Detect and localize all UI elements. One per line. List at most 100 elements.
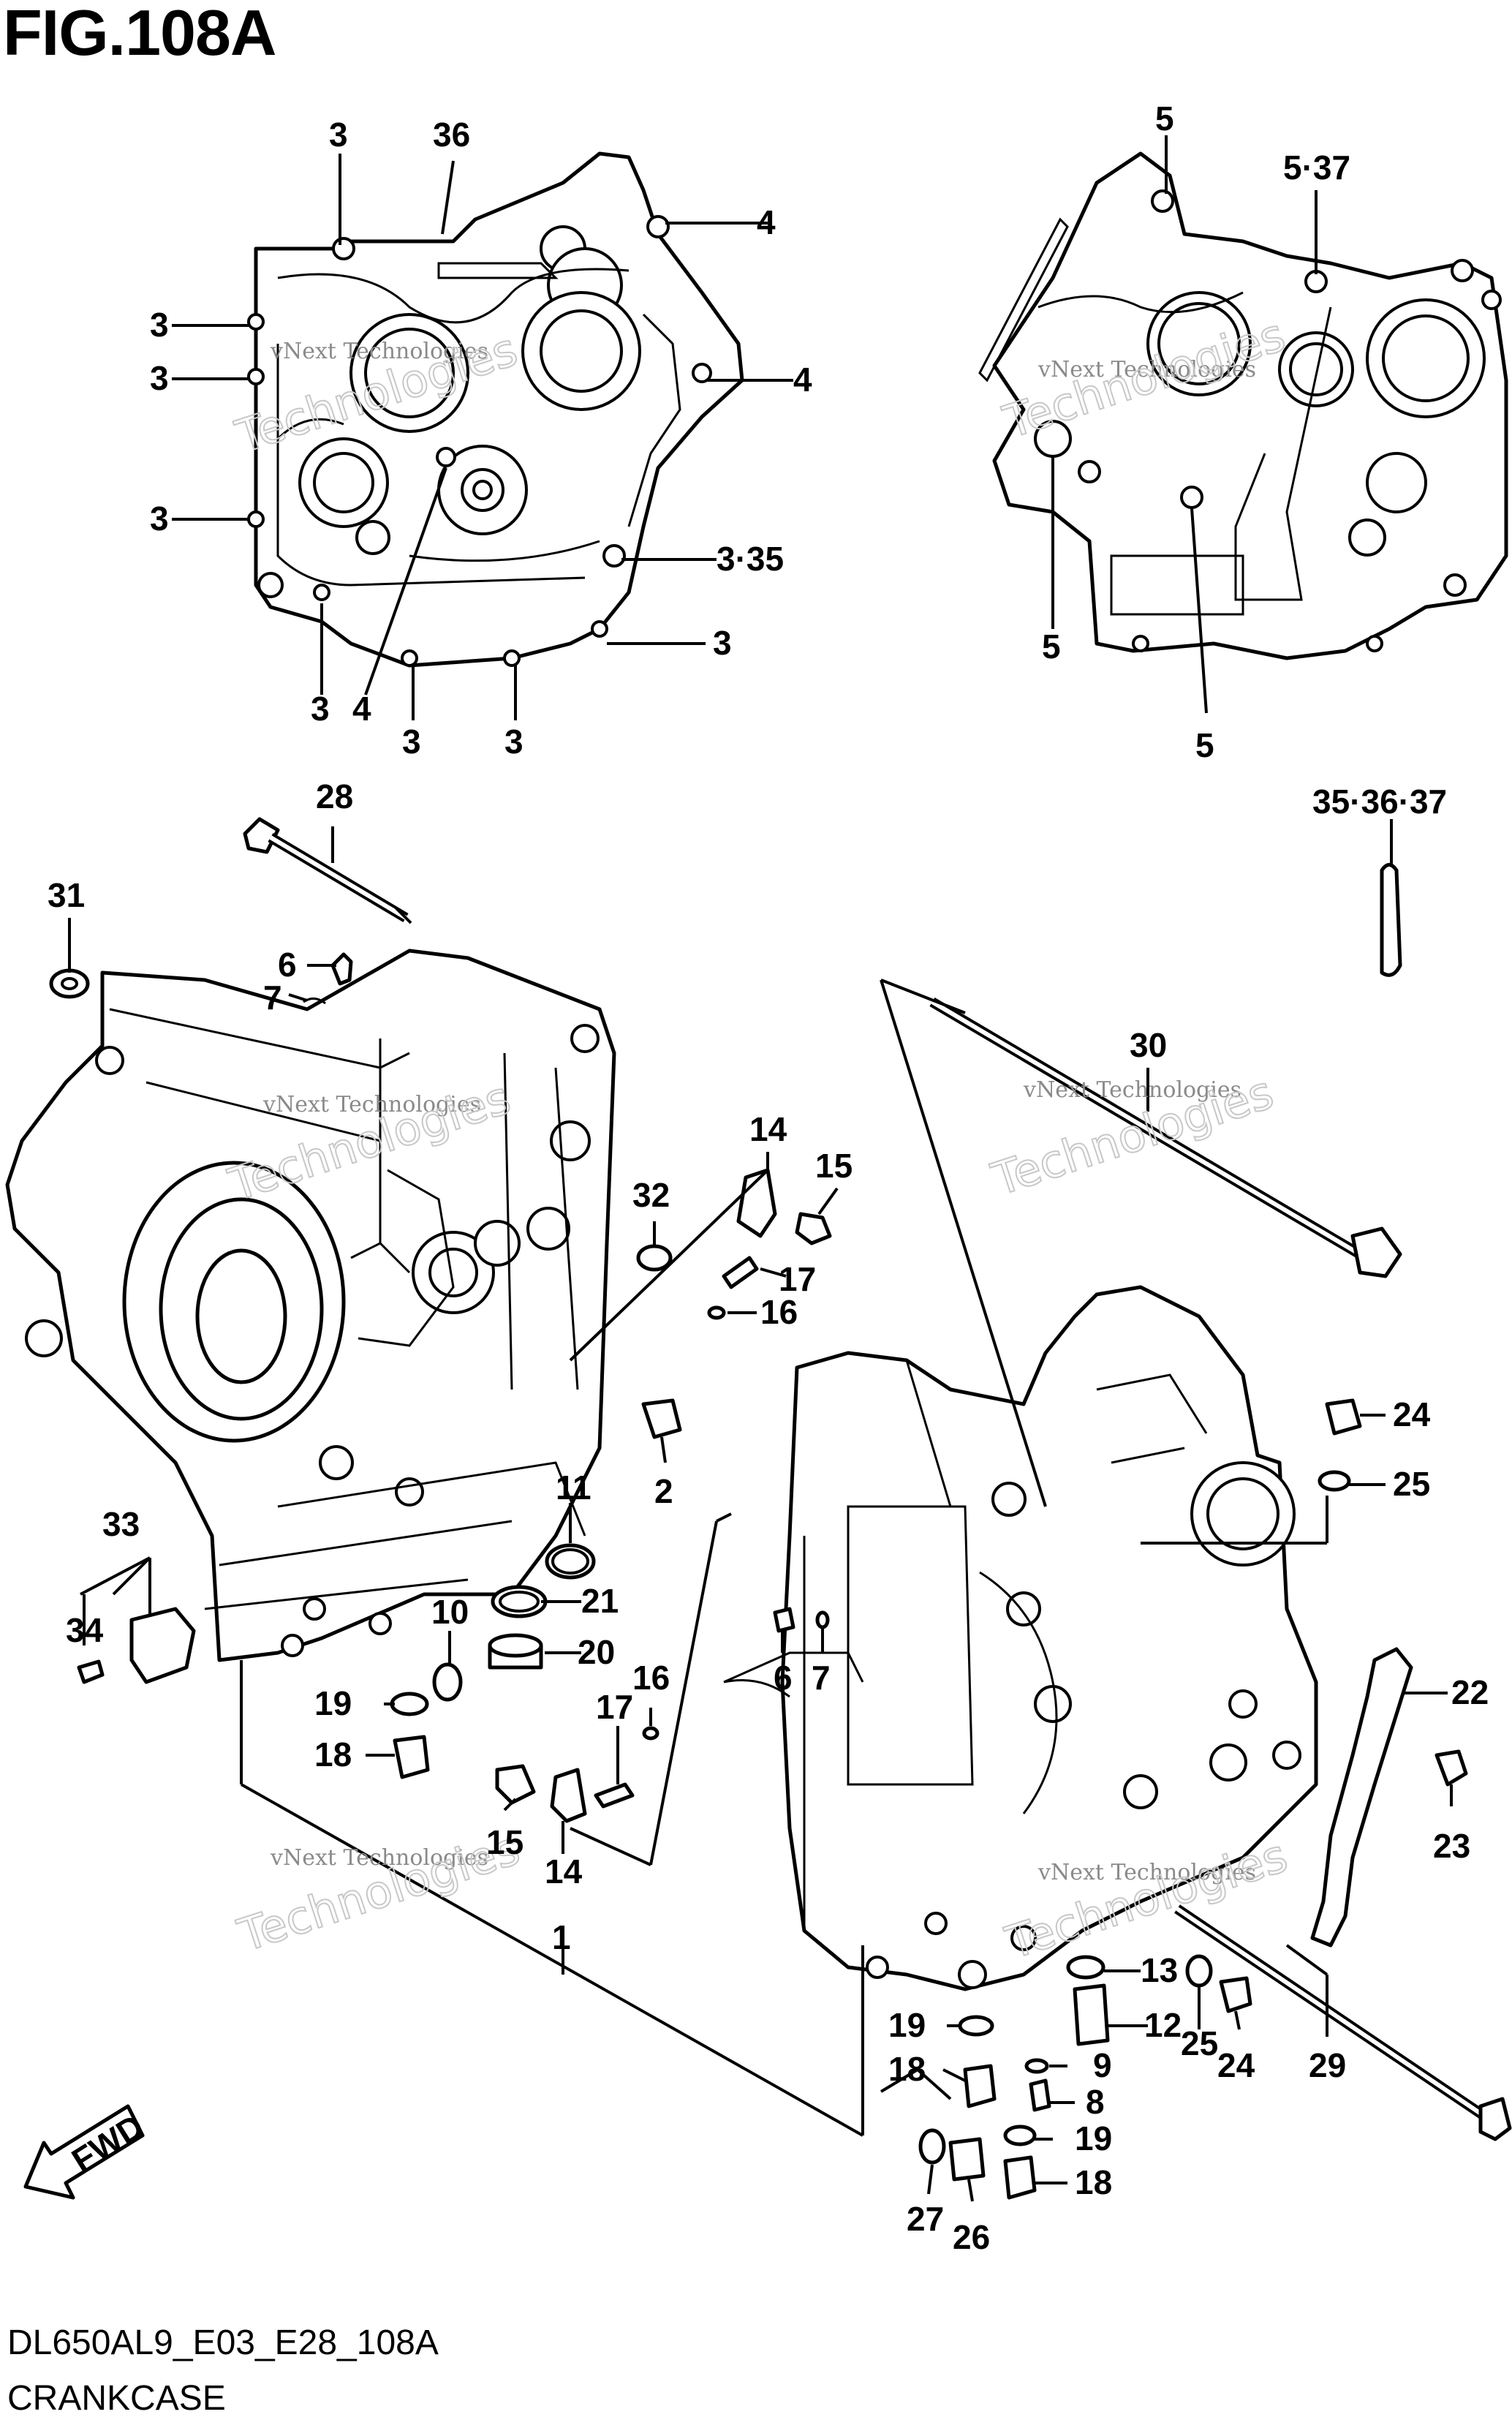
callout-35-36-37: 35·36·37 <box>1312 783 1447 821</box>
bolt-part-15-lower <box>495 1764 536 1805</box>
dowel-part-2 <box>641 1398 682 1439</box>
bolt-part-15-upper <box>795 1212 832 1245</box>
callout-25: 25 <box>1181 2024 1218 2062</box>
oring-part-9 <box>1024 2058 1049 2074</box>
bolt-part-30 <box>929 997 1402 1278</box>
bolt-part-24-upper <box>1325 1398 1362 1436</box>
oring-part-16-lower <box>642 1726 659 1741</box>
callout-5: 5 <box>1042 627 1061 666</box>
callout-20: 20 <box>578 1633 615 1671</box>
callout-15: 15 <box>815 1147 853 1185</box>
callout-7: 7 <box>263 979 282 1017</box>
screw-part-34 <box>77 1659 105 1684</box>
callout-4: 4 <box>757 203 776 241</box>
callout-3: 3 <box>329 116 348 154</box>
section-name: CRANKCASE <box>7 2379 226 2418</box>
washer-part-19-right <box>1003 2124 1037 2146</box>
callout-13: 13 <box>1141 1951 1178 1989</box>
callout-32: 32 <box>632 1176 670 1214</box>
watermark-text: Technologies <box>232 1821 526 1962</box>
callout-labels: 3 36 4 4 3 3 3 3·35 3 3 4 3 3 5 5·37 5 5… <box>48 99 1489 2256</box>
callout-24: 24 <box>1217 2046 1255 2084</box>
callout-27: 27 <box>907 2200 944 2238</box>
callout-11: 11 <box>556 1469 591 1507</box>
oring-part-10 <box>432 1662 463 1702</box>
callout-23: 23 <box>1433 1827 1470 1865</box>
bolt-part-29 <box>1174 1904 1512 2141</box>
drain-bolt-part-18-left <box>393 1735 430 1779</box>
bolt-part-24-lower <box>1219 1976 1252 2013</box>
sensor-part-33 <box>129 1607 196 1684</box>
oring-part-7-center <box>815 1610 830 1629</box>
callout-3: 3 <box>713 624 732 662</box>
washer-part-19-center <box>958 2015 994 2037</box>
callout-31: 31 <box>48 876 85 914</box>
fitting-part-6-center <box>773 1607 795 1633</box>
washer-part-27 <box>918 2128 946 2165</box>
callout-5-37: 5·37 <box>1283 148 1350 186</box>
callout-15: 15 <box>486 1823 523 1861</box>
callout-16: 16 <box>760 1293 798 1331</box>
callout-26: 26 <box>953 2218 990 2256</box>
bolt-part-28 <box>243 817 412 924</box>
bracket-part-14-lower <box>550 1768 587 1823</box>
watermark-text: vNext Technologies <box>270 339 488 364</box>
fitting-part-17-upper <box>722 1256 759 1289</box>
callout-34: 34 <box>66 1611 104 1649</box>
callout-3: 3 <box>150 306 169 344</box>
callout-3: 3 <box>402 723 421 761</box>
model-code: DL650AL9_E03_E28_108A <box>7 2323 439 2362</box>
callout-22: 22 <box>1451 1673 1489 1711</box>
fwd-arrow: FWD <box>23 2104 150 2200</box>
callout-8: 8 <box>1086 2083 1105 2121</box>
callout-1: 1 <box>552 1918 571 1956</box>
callout-2: 2 <box>654 1472 673 1510</box>
callout-12: 12 <box>1144 2006 1182 2044</box>
watermark-text: vNext Technologies <box>270 1845 488 1871</box>
nut-part-32 <box>636 1244 673 1272</box>
callout-9: 9 <box>1093 2046 1112 2084</box>
callout-25: 25 <box>1393 1465 1430 1503</box>
callout-14: 14 <box>545 1852 583 1890</box>
bracket-part-14-upper <box>736 1168 777 1238</box>
plate-part-22 <box>1310 1647 1413 1948</box>
callout-10: 10 <box>431 1593 469 1631</box>
callout-18: 18 <box>314 1735 352 1773</box>
callout-18: 18 <box>1075 2163 1112 2201</box>
left-crankcase-half <box>5 949 616 1662</box>
callout-17: 17 <box>596 1688 633 1726</box>
drain-bolt-part-18-center <box>963 2064 997 2108</box>
watermark-text: vNext Technologies <box>1023 1077 1241 1103</box>
bolt-part-23 <box>1434 1749 1468 1787</box>
callout-3: 3 <box>150 359 169 397</box>
callout-28: 28 <box>316 777 353 815</box>
fitting-part-8 <box>1029 2078 1051 2112</box>
callout-29: 29 <box>1309 2046 1346 2084</box>
callout-19: 19 <box>888 2006 926 2044</box>
callout-5: 5 <box>1155 99 1174 137</box>
callout-3-35: 3·35 <box>717 540 784 578</box>
oring-part-16-upper <box>707 1305 726 1320</box>
plug-part-12 <box>1073 1983 1110 2046</box>
washer-part-13 <box>1066 1955 1105 1980</box>
callout-14: 14 <box>749 1110 787 1148</box>
callout-4: 4 <box>352 690 371 728</box>
callout-6: 6 <box>774 1659 793 1697</box>
left-case-half-top-view <box>247 151 744 668</box>
callout-17: 17 <box>779 1260 816 1298</box>
fitting-part-17-lower <box>594 1782 635 1809</box>
callout-24: 24 <box>1393 1395 1431 1433</box>
nut-part-31 <box>49 968 90 999</box>
callout-3: 3 <box>150 499 169 538</box>
right-case-half-top-view <box>978 151 1508 660</box>
fitting-part-6-top <box>330 952 353 986</box>
watermark-text: vNext Technologies <box>1037 1860 1256 1885</box>
drain-bolt-part-18-right <box>1003 2155 1037 2200</box>
washer-part-25-lower <box>1185 1954 1213 1988</box>
figure-title: FIG.108A <box>3 0 276 69</box>
washer-part-25-upper <box>1318 1470 1351 1492</box>
callout-19: 19 <box>314 1684 352 1722</box>
plug-part-26 <box>948 2137 986 2182</box>
callout-19: 19 <box>1075 2119 1112 2157</box>
